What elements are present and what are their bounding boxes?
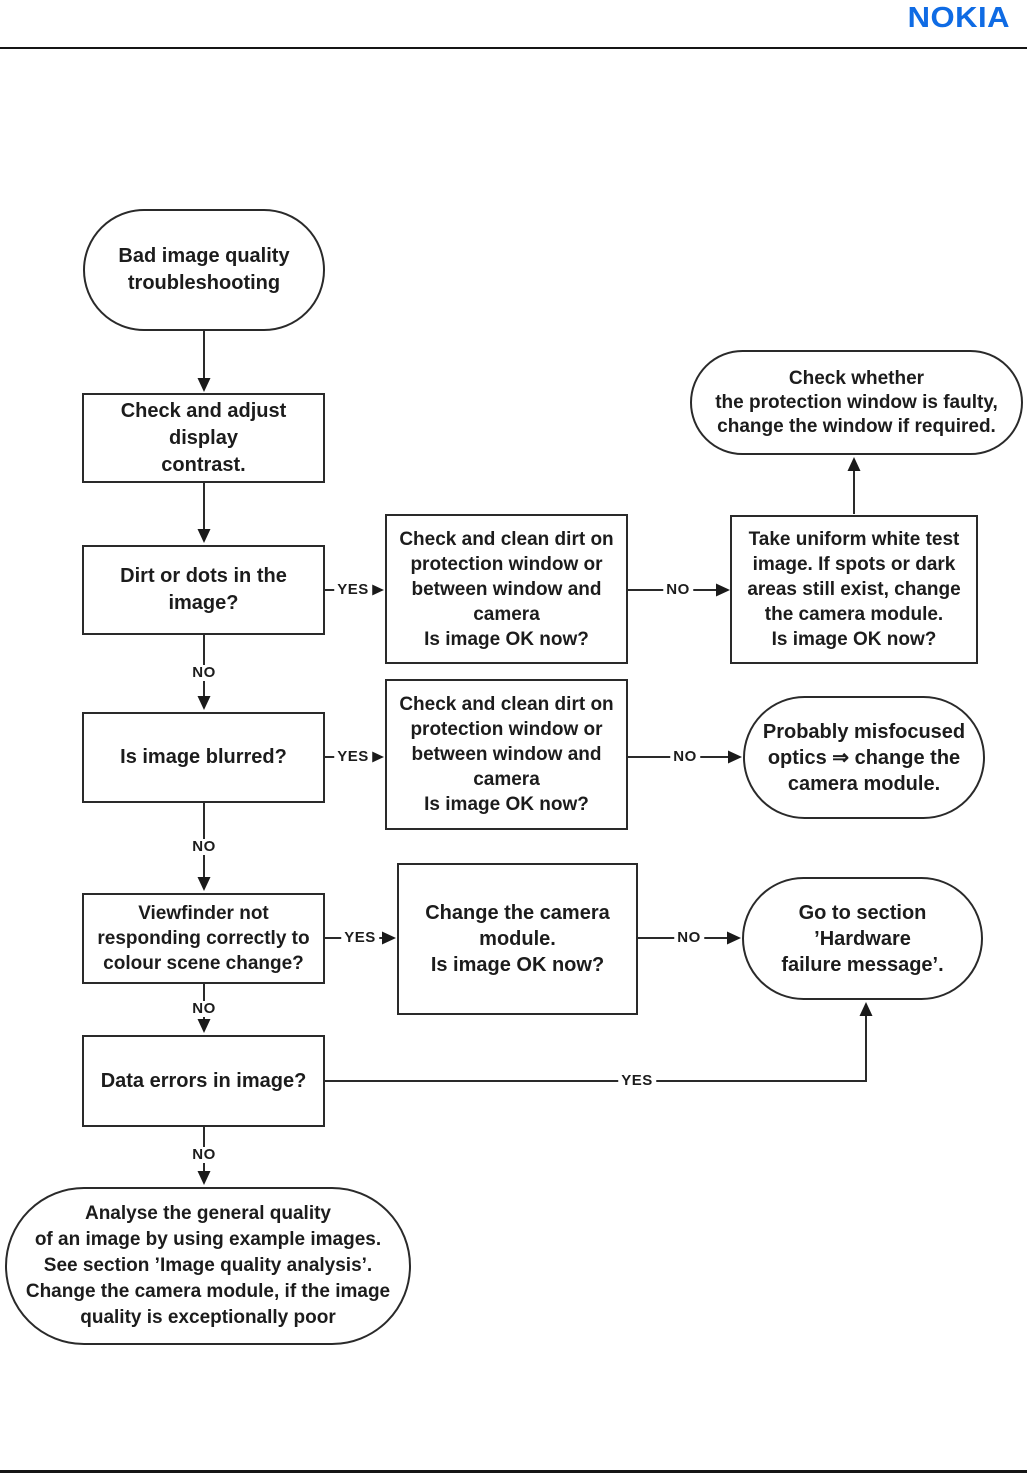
edge-label-yes-dirt: YES — [334, 582, 372, 598]
edge-label-no-changemodule: NO — [674, 930, 704, 946]
edge-label-no-clean1: NO — [663, 582, 693, 598]
edge-label-no-dirt: NO — [189, 665, 219, 681]
edge-label-no-dataerrors: NO — [189, 1147, 219, 1163]
node-blurred-question-text: Is image blurred? — [120, 746, 287, 768]
edge-label-no-clean2: NO — [670, 749, 700, 765]
nokia-logo: NOKIA — [907, 1, 1010, 34]
node-data-errors-text: Data errors in image? — [100, 1069, 307, 1092]
edge-label-yes-blurred: YES — [334, 749, 372, 765]
edge-label-no-blurred: NO — [189, 839, 219, 855]
node-blurred-question: Is image blurred? — [82, 712, 325, 803]
edge-label-no-viewfinder: NO — [189, 1001, 219, 1017]
node-data-errors-question: Data errors in image? — [82, 1035, 325, 1127]
edge-dataerrors-hardware-yes — [325, 1002, 873, 1082]
edge-label-yes-dataerrors: YES — [618, 1073, 656, 1089]
footer-rule — [0, 1470, 1027, 1473]
header-rule — [0, 47, 1027, 49]
edge-label-yes-viewfinder: YES — [341, 930, 379, 946]
